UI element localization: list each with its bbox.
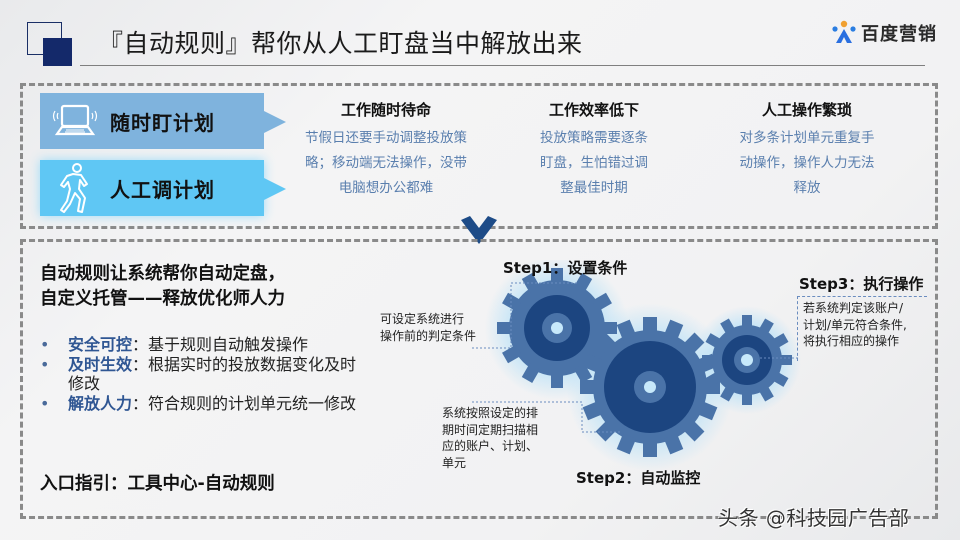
- pain-point-description: 投放策略需要逐条 盯盘，生怕错过调 整最佳时期: [494, 126, 694, 201]
- plan-arrow: [264, 178, 286, 200]
- title-underline: [80, 65, 925, 66]
- solution-headline: 自动规则让系统帮你自动定盘， 自定义托管——释放优化师人力: [40, 262, 285, 312]
- note-line: 系统按照设定的排: [442, 406, 539, 420]
- separator: ：: [132, 335, 149, 354]
- step-3-note: 若系统判定该账户/ 计划/单元符合条件, 将执行相应的操作: [797, 296, 927, 361]
- benefit-item: • 及时生效：根据实时的投放数据变化及时修改: [40, 355, 360, 394]
- gear-icon: [580, 317, 720, 457]
- pain-point-description: 对多条计划单元重复手 动操作，操作人力无法 释放: [707, 126, 907, 201]
- pain-point-title: 工作效率低下: [548, 101, 639, 119]
- entry-guide: 入口指引：工具中心-自动规则: [40, 474, 275, 494]
- note-line: 单元: [442, 455, 467, 470]
- pain-point-column: 工作效率低下 投放策略需要逐条 盯盘，生怕错过调 整最佳时期: [494, 99, 694, 201]
- description-line: 整最佳时期: [560, 180, 628, 196]
- headline-line: 自动规则让系统帮你自动定盘，: [40, 264, 285, 284]
- pain-point-title: 工作随时待命: [340, 101, 431, 119]
- description-line: 释放: [793, 180, 821, 196]
- benefit-text: 根据实时的投放数据变化及时修改: [68, 354, 357, 394]
- separator: ：: [132, 393, 149, 413]
- description-line: 节假日还要手动调整投放策: [305, 130, 467, 146]
- plan-label: 随时盯计划: [110, 110, 215, 135]
- bullet-dot: •: [40, 335, 50, 354]
- description-line: 投放策略需要逐条: [540, 130, 648, 146]
- step-2-label: Step2：自动监控: [576, 469, 701, 487]
- benefit-text: 基于规则自动触发操作: [148, 335, 309, 354]
- plan-label: 人工调计划: [110, 177, 215, 202]
- benefit-item: • 解放人力：符合规则的计划单元统一修改: [40, 394, 360, 414]
- note-line: 若系统判定该账户/: [803, 301, 904, 315]
- pain-point-column: 工作随时待命 节假日还要手动调整投放策 略；移动端无法操作，没带 电脑想办公都难: [286, 99, 486, 201]
- separator: ：: [132, 354, 149, 374]
- benefit-item: • 安全可控：基于规则自动触发操作: [40, 335, 360, 355]
- pain-point-title: 人工操作繁琐: [761, 101, 852, 119]
- step-3-label: Step3：执行操作: [799, 275, 924, 293]
- step-1-note: 可设定系统进行 操作前的判定条件: [380, 311, 476, 344]
- gears-illustration: [470, 260, 801, 471]
- benefit-text: 符合规则的计划单元统一修改: [148, 393, 357, 413]
- headline-line: 自定义托管——释放优化师人力: [40, 289, 285, 309]
- gear-icon: [497, 268, 617, 388]
- note-line: 将执行相应的操作: [803, 334, 900, 348]
- description-line: 盯盘，生怕错过调: [540, 155, 648, 171]
- chevron-down-icon: [461, 216, 497, 244]
- note-line: 应的账户、计划、: [442, 439, 539, 453]
- plan-card-watch: 随时盯计划: [40, 93, 286, 149]
- pain-points-panel: [20, 83, 938, 229]
- description-line: 动操作，操作人力无法: [739, 155, 875, 171]
- solution-panel: [20, 239, 938, 519]
- logo-text: 百度营销: [861, 24, 937, 45]
- description-line: 略；移动端无法操作，没带: [305, 155, 467, 171]
- baidu-logo-icon: [832, 20, 856, 43]
- baidu-marketing-logo: 百度营销: [831, 20, 937, 46]
- benefit-key: 安全可控: [68, 335, 133, 354]
- plan-arrow: [264, 111, 286, 133]
- laptop-icon: [40, 101, 110, 141]
- benefit-key: 解放人力: [68, 393, 133, 413]
- pain-point-description: 节假日还要手动调整投放策 略；移动端无法操作，没带 电脑想办公都难: [286, 126, 486, 201]
- note-line: 期时间定期扫描相: [442, 422, 539, 437]
- watermark: 头条 @科技园广告部: [718, 506, 910, 530]
- description-line: 对多条计划单元重复手: [739, 130, 875, 146]
- note-line: 计划/单元符合条件,: [803, 317, 907, 332]
- step-2-note: 系统按照设定的排 期时间定期扫描相 应的账户、计划、 单元: [442, 405, 538, 471]
- gear-icon: [702, 315, 792, 405]
- pain-point-column: 人工操作繁琐 对多条计划单元重复手 动操作，操作人力无法 释放: [707, 99, 907, 201]
- description-line: 电脑想办公都难: [338, 180, 434, 196]
- bullet-dot: •: [40, 393, 50, 413]
- step-1-label: Step1：设置条件: [503, 259, 628, 277]
- page-title: 『自动规则』帮你从人工盯盘当中解放出来: [98, 29, 583, 58]
- title-decoration-square: [43, 38, 72, 66]
- plan-card-manual: 人工调计划: [40, 160, 286, 216]
- note-line: 操作前的判定条件: [380, 328, 477, 343]
- note-line: 可设定系统进行: [380, 312, 465, 326]
- benefit-key: 及时生效: [68, 354, 133, 374]
- benefit-list: • 安全可控：基于规则自动触发操作 • 及时生效：根据实时的投放数据变化及时修改…: [40, 335, 360, 413]
- bullet-dot: •: [40, 354, 50, 374]
- walking-person-icon: [40, 162, 110, 214]
